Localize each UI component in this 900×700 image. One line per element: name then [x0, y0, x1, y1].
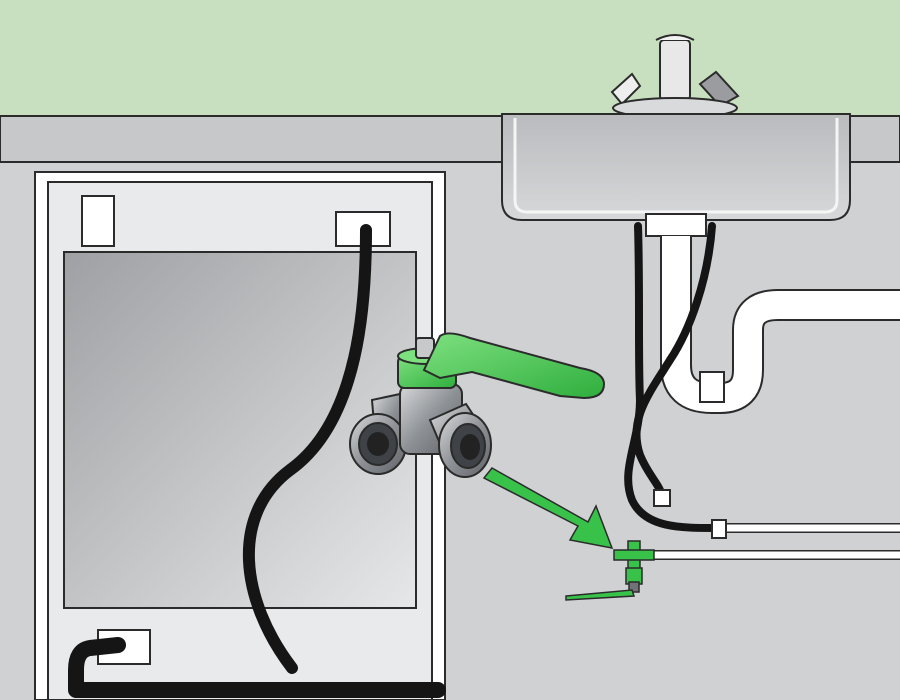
dishwasher [34, 171, 446, 700]
callout-arrow [482, 467, 614, 549]
sink-basin [501, 113, 851, 221]
sink-hose-right [632, 222, 716, 500]
three-way-valve [349, 332, 606, 478]
inlet-hose [243, 224, 372, 674]
dishwasher-access-port-left [81, 195, 115, 247]
faucet [610, 34, 740, 119]
wall [0, 0, 900, 118]
water-supply-pipe [640, 519, 900, 560]
valve-lever [422, 332, 606, 400]
hose-connector [653, 489, 671, 507]
installed-valve [565, 540, 655, 601]
drain-hose [68, 637, 446, 698]
sink-drain [645, 213, 707, 237]
drain-pipe [660, 236, 900, 414]
